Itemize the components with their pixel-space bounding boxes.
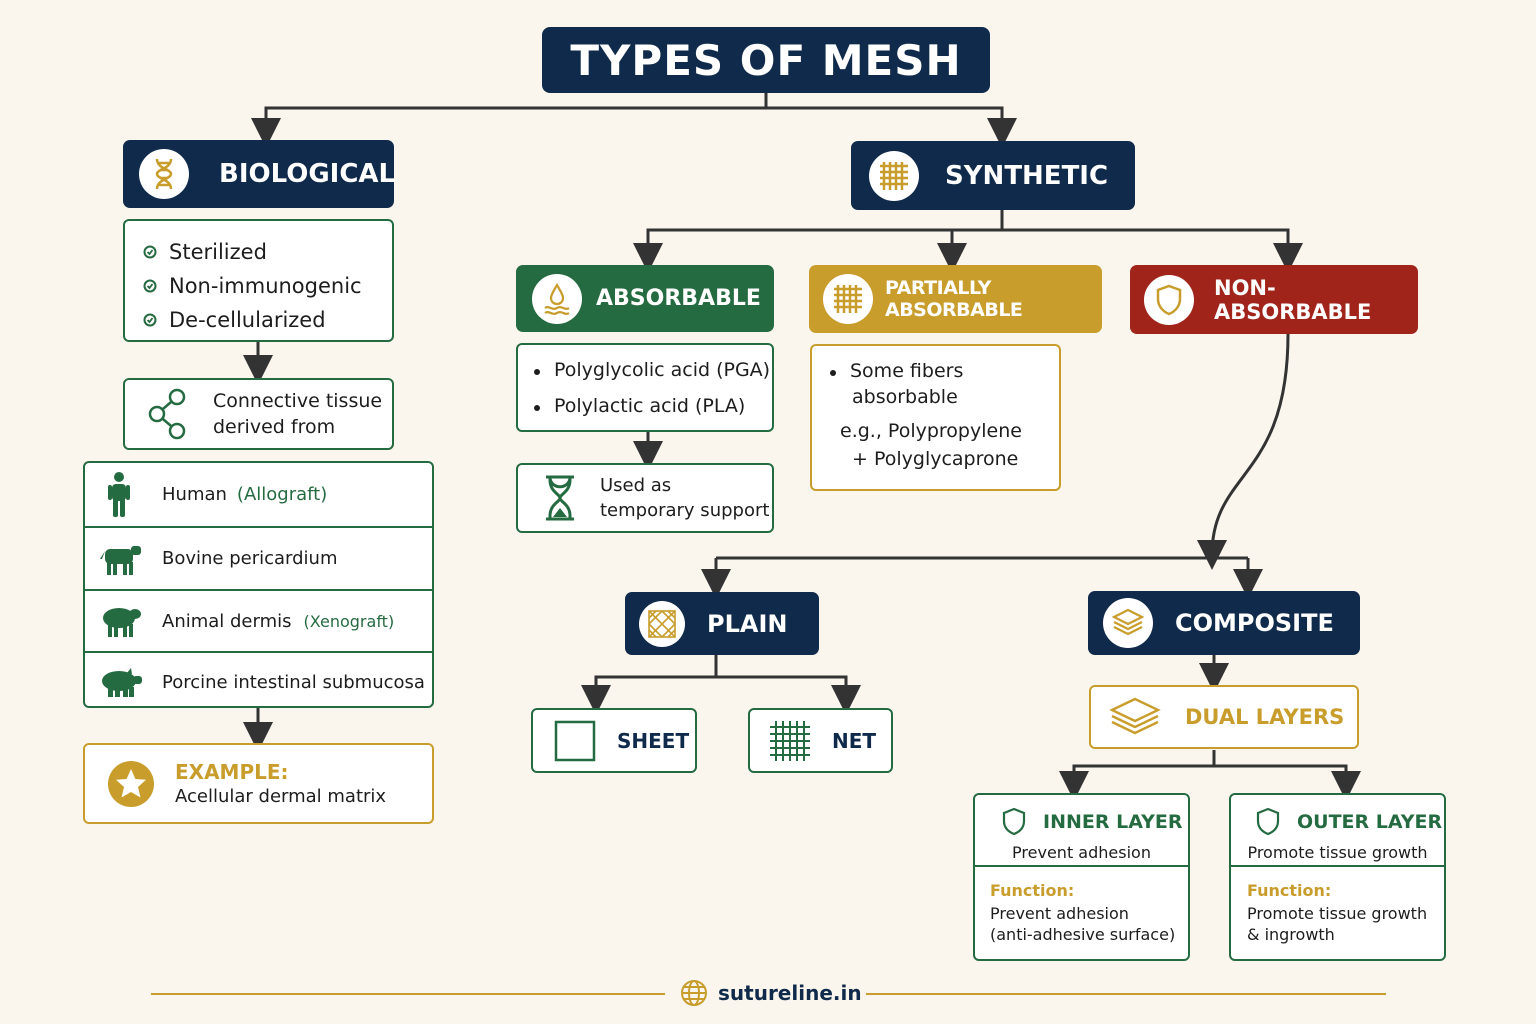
connective-tissue-line2: derived from [213, 416, 336, 438]
outer-function-line2: & ingrowth [1247, 925, 1335, 944]
mesh-grid-icon [823, 274, 873, 324]
share-nodes-icon [148, 388, 186, 440]
absorbable-item: Polylactic acid (PLA) [554, 395, 746, 417]
dual-layers-label: DUAL LAYERS [1185, 705, 1345, 729]
sheet-label: SHEET [617, 728, 690, 753]
hourglass-icon [546, 475, 574, 521]
source-name: Human [162, 484, 227, 505]
partially-absorbable-details: Some fibers absorbable e.g., Polypropyle… [810, 344, 1061, 491]
source-name: Bovine pericardium [162, 548, 338, 569]
synthetic-label: SYNTHETIC [945, 160, 1109, 191]
outer-layer-title: OUTER LAYER [1297, 811, 1443, 833]
grid-icon [770, 720, 810, 761]
list-item: Bovine pericardium [85, 528, 432, 591]
property-item: Non-immunogenic [169, 274, 362, 298]
star-badge-icon [108, 760, 154, 807]
connective-tissue-line1: Connective tissue [213, 390, 383, 412]
water-drop-icon [532, 273, 582, 324]
human-icon [108, 471, 130, 517]
square-icon [554, 720, 596, 761]
partial-item-line1: Some fibers [850, 360, 964, 382]
globe-icon [681, 980, 707, 1006]
property-item: De-cellularized [169, 308, 326, 332]
dual-layers-box: DUAL LAYERS [1089, 685, 1359, 749]
footer-brand[interactable]: sutureline.in [680, 978, 862, 1008]
sheep-icon [103, 608, 141, 637]
absorbable-label: ABSORBABLE [596, 286, 761, 311]
temporary-support-line1: Used as [600, 475, 672, 496]
non-absorbable-header: NON-ABSORBABLE [1130, 265, 1418, 334]
composite-header: COMPOSITE [1088, 591, 1360, 655]
list-item: Porcine intestinal submucosa [85, 653, 432, 712]
outer-layer-card: OUTER LAYER Promote tissue growth Functi… [1229, 793, 1446, 961]
partially-absorbable-label: PARTIALLY ABSORBABLE [885, 277, 1023, 321]
example-value: Acellular dermal matrix [175, 786, 387, 807]
check-circle-icon [143, 279, 157, 293]
temporary-support-line2: temporary support [600, 500, 770, 521]
plain-label: PLAIN [707, 609, 788, 638]
dna-icon [139, 149, 189, 199]
inner-layer-card: INNER LAYER Prevent adhesion Function: P… [973, 793, 1190, 961]
mesh-grid-icon [869, 150, 919, 201]
inner-function-line1: Prevent adhesion [990, 904, 1129, 923]
synthetic-header: SYNTHETIC [851, 141, 1135, 210]
sheet-box: SHEET [531, 708, 697, 773]
list-item: Animal dermis (Xenograft) [85, 591, 432, 653]
inner-function-line2: (anti-adhesive surface) [990, 925, 1176, 944]
inner-layer-title: INNER LAYER [1043, 811, 1183, 833]
layers-icon [1103, 598, 1153, 648]
property-item: Sterilized [169, 240, 267, 264]
check-circle-icon [143, 245, 157, 259]
plain-header: PLAIN [625, 592, 819, 655]
shield-icon [1256, 807, 1280, 836]
outer-function-label: Function: [1247, 881, 1332, 900]
example-label: EXAMPLE: [175, 760, 289, 784]
net-box: NET [748, 708, 893, 773]
outer-layer-subtitle: Promote tissue growth [1247, 843, 1428, 862]
sources-list: Human (Allograft) Bovine pericardium Ani… [83, 461, 434, 708]
pig-icon [102, 667, 142, 697]
example-box: EXAMPLE: Acellular dermal matrix [83, 743, 434, 824]
inner-layer-subtitle: Prevent adhesion [1012, 843, 1151, 862]
connective-tissue-box: Connective tissue derived from [123, 378, 394, 450]
shield-icon [1002, 807, 1026, 836]
source-name: Animal dermis [162, 610, 292, 632]
mesh-pattern-icon [639, 600, 685, 647]
partial-item-line2: absorbable [852, 386, 958, 408]
shield-icon [1144, 274, 1194, 325]
list-item: Human (Allograft) [85, 463, 432, 528]
inner-function-label: Function: [990, 881, 1075, 900]
biological-header: BIOLOGICAL [123, 140, 396, 208]
non-absorbable-label: NON-ABSORBABLE [1214, 275, 1372, 324]
check-circle-icon [143, 313, 157, 327]
partial-example-line1: e.g., Polypropylene [840, 420, 1022, 442]
absorbable-items: Polyglycolic acid (PGA) Polylactic acid … [516, 343, 774, 432]
biological-label: BIOLOGICAL [219, 159, 396, 189]
biological-properties: Sterilized Non-immunogenic De-cellulariz… [123, 219, 394, 342]
footer-divider-right [866, 993, 1386, 995]
source-tag: (Allograft) [236, 484, 328, 505]
partial-example-line2: + Polyglycaprone [852, 448, 1019, 470]
layers-icon [1109, 697, 1161, 735]
absorbable-item: Polyglycolic acid (PGA) [554, 359, 771, 381]
absorbable-header: ABSORBABLE [516, 265, 774, 332]
composite-label: COMPOSITE [1175, 609, 1334, 637]
partially-absorbable-header: PARTIALLY ABSORBABLE [809, 265, 1102, 333]
footer-site: sutureline.in [718, 981, 862, 1005]
source-name: Porcine intestinal submucosa [162, 672, 425, 693]
temporary-support-box: Used as temporary support [516, 463, 774, 533]
page-title: TYPES OF MESH [542, 27, 990, 93]
cow-icon [100, 545, 141, 575]
source-tag: (Xenograft) [303, 611, 395, 631]
outer-function-line1: Promote tissue growth [1247, 904, 1428, 923]
footer-divider-left [151, 993, 665, 995]
net-label: NET [832, 728, 877, 753]
